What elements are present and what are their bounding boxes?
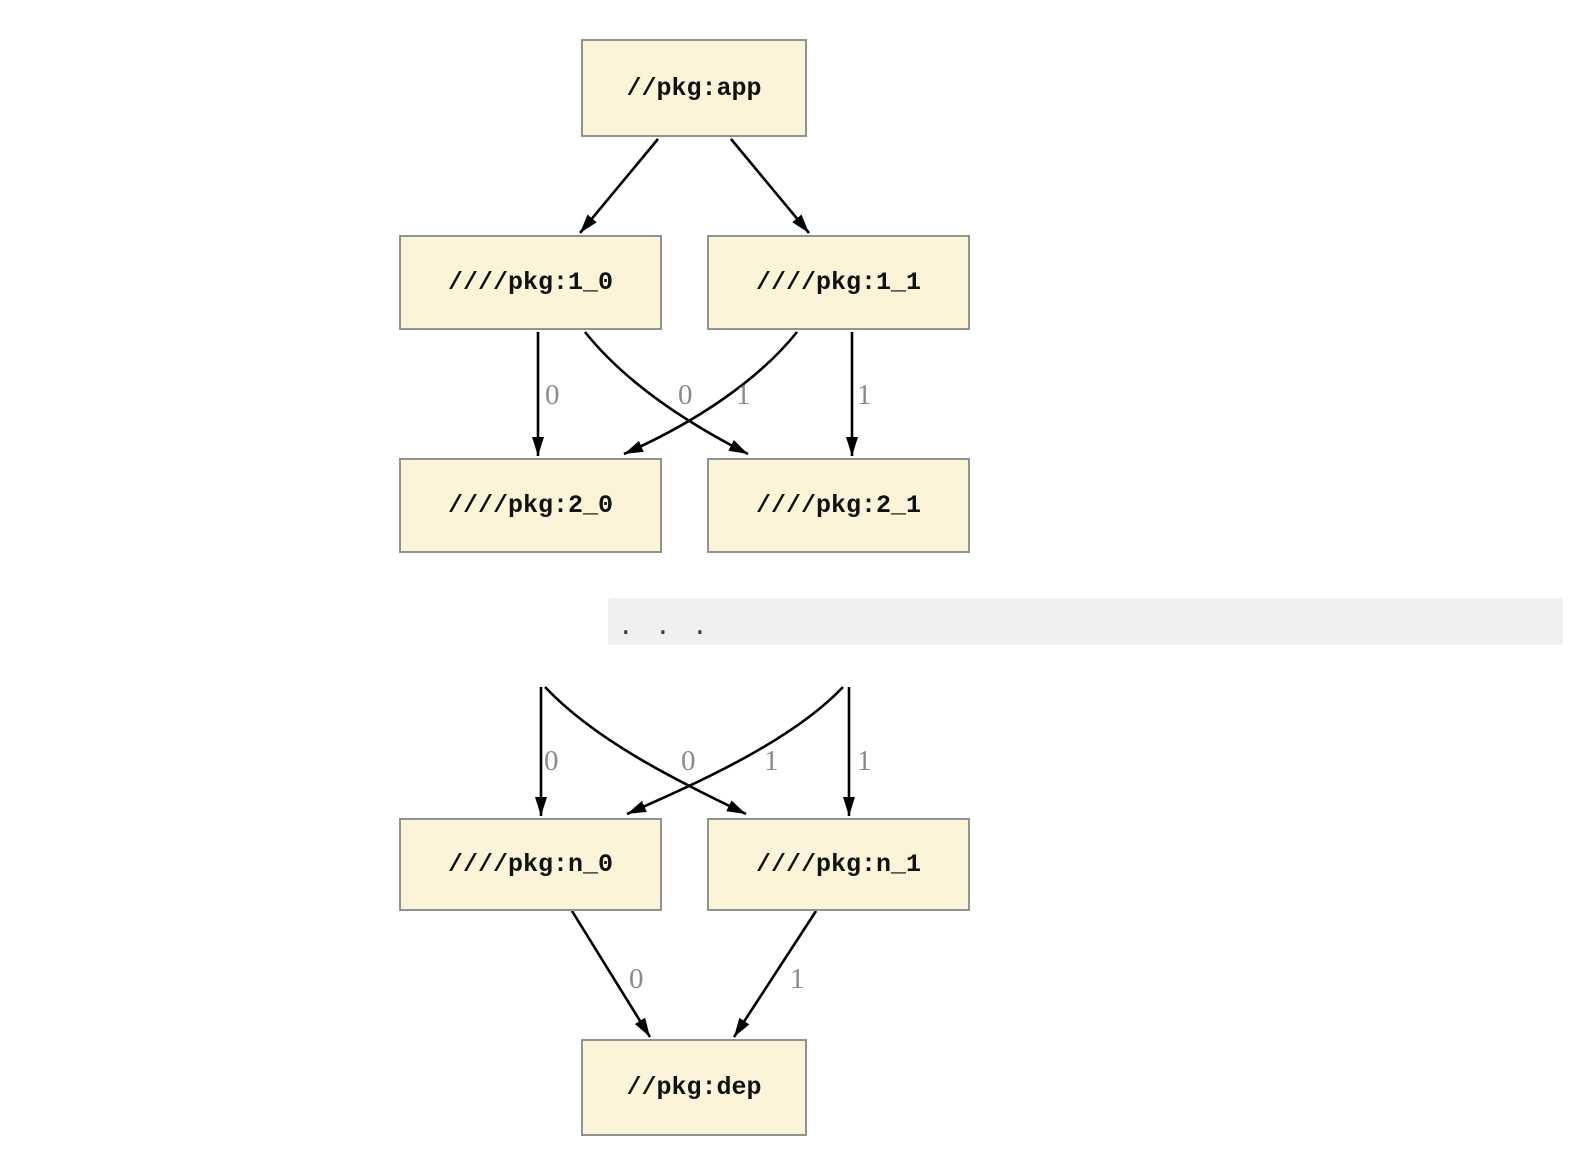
graph-node-n_1: ////pkg:n_1: [707, 818, 970, 911]
edge-label: 1: [857, 745, 872, 777]
graph-node-1_0: ////pkg:1_0: [399, 235, 662, 330]
edge-app-to-1_1: [729, 138, 811, 234]
graph-node-n_0: ////pkg:n_0: [399, 818, 662, 911]
edge-label: 0: [681, 745, 696, 777]
node-label: ////pkg:n_1: [755, 850, 922, 879]
edge-label: 1: [790, 963, 805, 995]
edge-n_0-to-dep: [570, 910, 652, 1038]
graph-node-dep: //pkg:dep: [581, 1039, 807, 1136]
node-label: ////pkg:1_0: [447, 268, 614, 297]
edge-ellipsis-to-n_1-cross: [544, 686, 747, 816]
edge-1_1-to-2_0: [623, 331, 799, 456]
graph-node-app: //pkg:app: [581, 39, 807, 137]
edge-label: 0: [629, 963, 644, 995]
edge-label: 1: [764, 745, 779, 777]
edge-ellipsis-to-n_0-cross: [626, 686, 844, 816]
node-label: ////pkg:2_1: [755, 491, 922, 520]
node-label: ////pkg:n_0: [447, 850, 614, 879]
edge-app-to-1_0: [578, 138, 660, 234]
edge-label: 1: [736, 379, 751, 411]
edge-1_0-to-2_1: [583, 331, 749, 456]
edge-label: 0: [678, 379, 693, 411]
edge-label: 0: [545, 379, 560, 411]
graph-node-2_1: ////pkg:2_1: [707, 458, 970, 553]
truncation-ellipsis-bar: . . .: [608, 598, 1563, 645]
edge-n_1-to-dep: [732, 910, 818, 1038]
ellipsis-dots: . . .: [621, 607, 714, 642]
node-label: ////pkg:2_0: [447, 491, 614, 520]
graph-node-2_0: ////pkg:2_0: [399, 458, 662, 553]
graph-node-1_1: ////pkg:1_1: [707, 235, 970, 330]
edge-label: 1: [857, 379, 872, 411]
edge-label: 0: [544, 745, 559, 777]
node-label: ////pkg:1_1: [755, 268, 922, 297]
node-label: //pkg:dep: [626, 1073, 762, 1102]
node-label: //pkg:app: [626, 73, 762, 103]
